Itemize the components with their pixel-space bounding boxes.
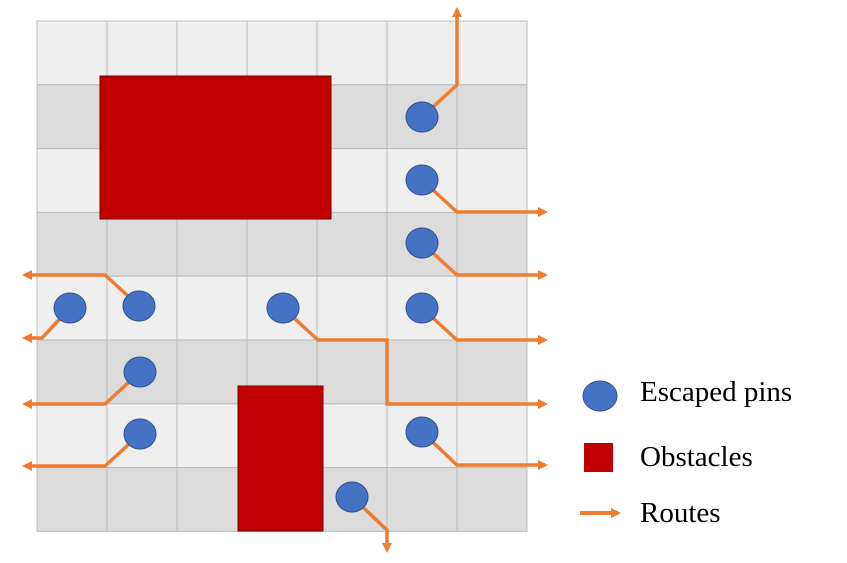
grid-cell [176, 211, 248, 277]
grid-cell [456, 403, 528, 469]
grid-cell [456, 84, 528, 150]
escaped-pin [405, 101, 439, 133]
grid-cell [456, 467, 528, 532]
grid-cell [176, 403, 248, 469]
escaped-pin [335, 481, 369, 513]
grid-cell [456, 211, 528, 277]
grid-cell [176, 275, 248, 341]
legend-pin-swatch [582, 380, 618, 412]
legend-obstacle-swatch [584, 443, 613, 472]
route-path [350, 495, 392, 553]
legend-pins-label: Escaped pins [640, 376, 792, 408]
obstacle [237, 385, 324, 532]
grid-cell [36, 84, 108, 150]
escaped-pin [405, 164, 439, 196]
grid-cell [316, 339, 388, 405]
route-path [420, 430, 548, 470]
grid-cell [456, 275, 528, 341]
grid-cell [246, 211, 318, 277]
grid-cell [316, 20, 388, 86]
grid-cell [316, 403, 388, 469]
grid-cell [456, 20, 528, 86]
pin-layer [53, 101, 439, 513]
grid-cell [456, 148, 528, 213]
route-layer [22, 7, 548, 553]
escaped-pin [123, 356, 157, 388]
escaped-pin [53, 292, 87, 324]
grid-cell [36, 467, 108, 532]
escaped-pin [123, 418, 157, 450]
escaped-pin [266, 292, 300, 324]
obstacle-layer [99, 75, 332, 532]
grid-cell [36, 211, 108, 277]
grid-cell [106, 20, 178, 86]
grid-cell [176, 467, 248, 532]
grid-cell [106, 467, 178, 532]
grid-cell [456, 339, 528, 405]
grid-cell [246, 20, 318, 86]
grid-cell [176, 20, 248, 86]
grid-cell [316, 275, 388, 341]
grid-cell [36, 403, 108, 469]
escaped-pin [122, 290, 156, 322]
grid-cell [386, 339, 458, 405]
grid-cell [176, 339, 248, 405]
escaped-pin [405, 416, 439, 448]
grid-cell [316, 211, 388, 277]
grid-cell [106, 211, 178, 277]
grid-cell [36, 339, 108, 405]
legend-obstacles-label: Obstacles [640, 441, 753, 473]
escaped-pin [405, 227, 439, 259]
grid-cell [36, 20, 108, 86]
obstacle [99, 75, 332, 220]
legend-routes-label: Routes [640, 497, 721, 529]
grid-cell [386, 20, 458, 86]
grid-cell [386, 467, 458, 532]
legend: Escaped pins Obstacles Routes [580, 376, 792, 529]
escaped-pin [405, 292, 439, 324]
route-path [281, 306, 548, 409]
grid-cell [36, 148, 108, 213]
